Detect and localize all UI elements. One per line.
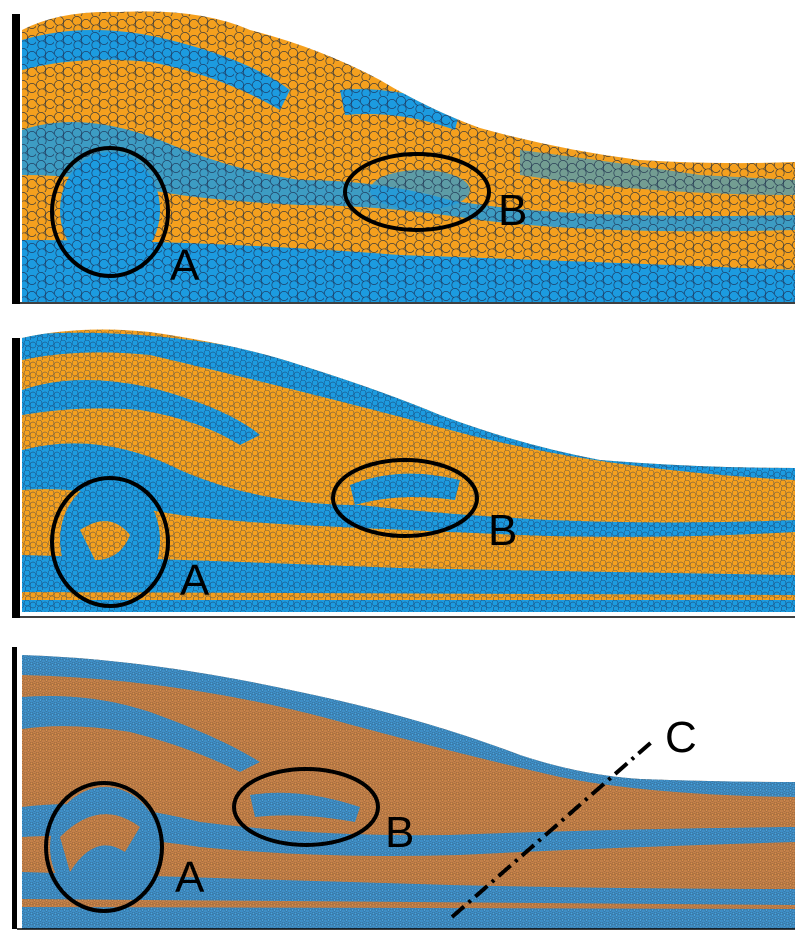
circle-b: [343, 152, 491, 232]
circle-a: [44, 781, 164, 913]
line-c: [450, 737, 657, 919]
panel-coarse: A B: [0, 0, 795, 310]
scale-bar: [12, 647, 17, 929]
label-a: A: [170, 241, 200, 290]
label-b: B: [498, 186, 527, 235]
circle-b: [331, 458, 479, 538]
circle-a: [50, 146, 170, 278]
circle-b: [232, 767, 380, 847]
panel-medium: A B: [0, 320, 795, 625]
scale-bar: [12, 14, 20, 304]
label-a: A: [180, 556, 210, 605]
label-b: B: [385, 808, 414, 857]
panel-medium-svg: A B: [12, 329, 795, 618]
scale-bar: [12, 338, 20, 618]
panel-coarse-svg: A B: [12, 11, 795, 304]
label-c: C: [665, 713, 697, 762]
sediment-layers: [22, 329, 795, 613]
panel-fine-svg: A B C: [12, 647, 795, 930]
label-a: A: [175, 853, 205, 902]
panel-fine: A B C: [0, 637, 795, 934]
label-b: B: [488, 506, 517, 555]
circle-a: [50, 476, 170, 608]
